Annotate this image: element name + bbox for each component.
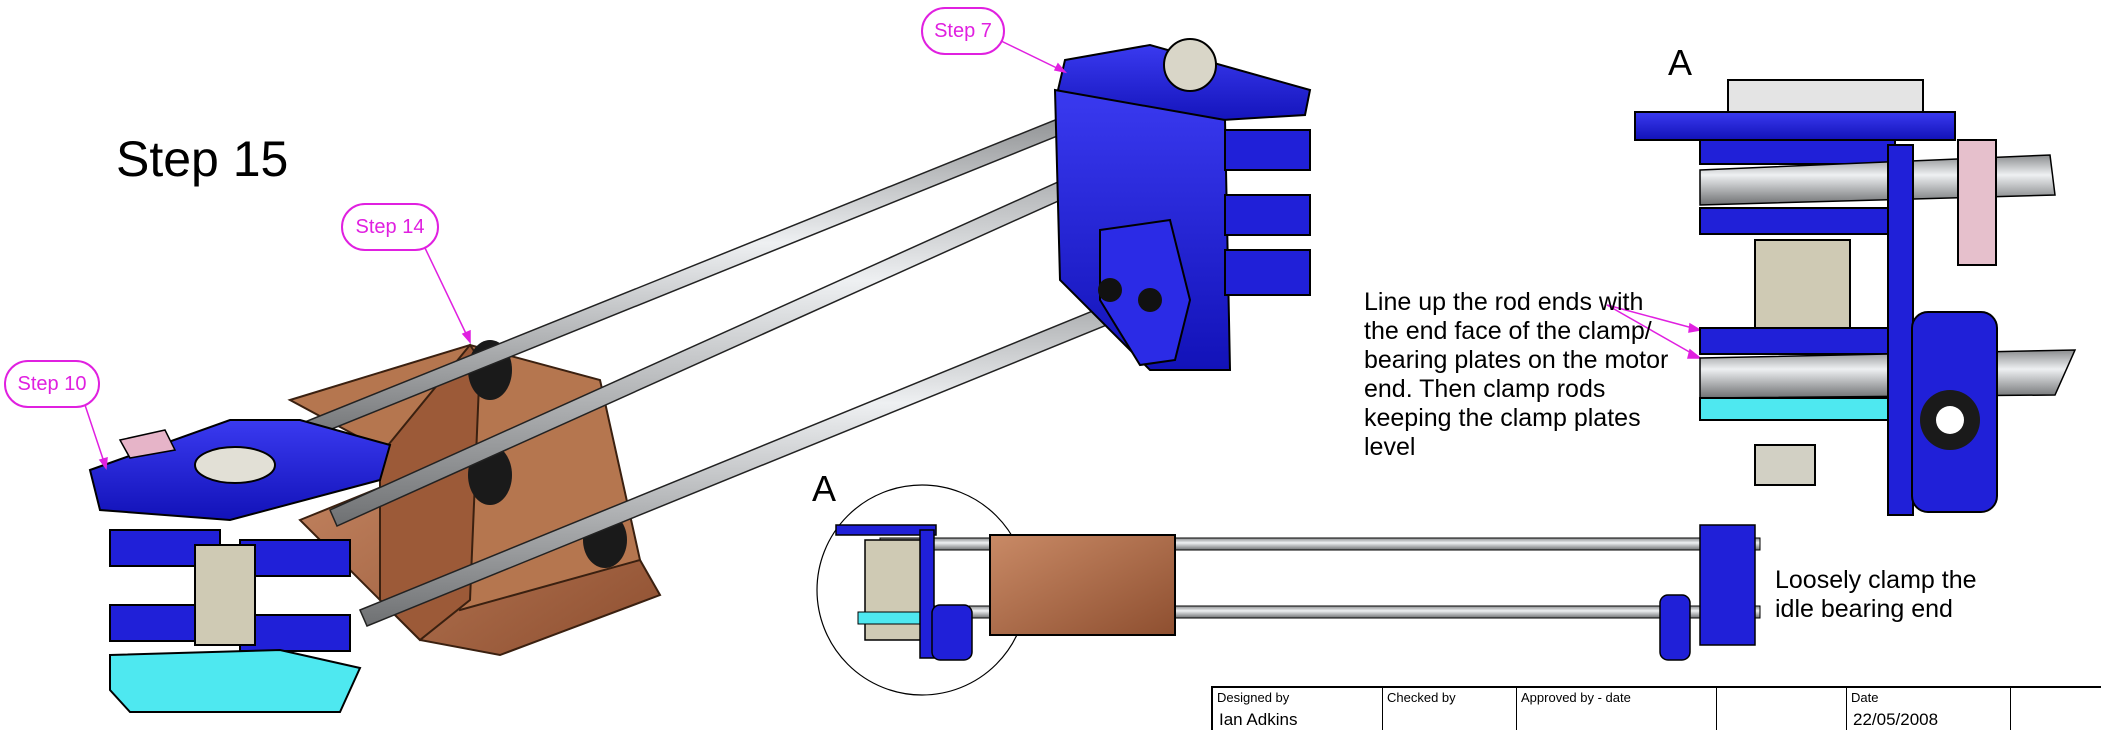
side-view (816, 484, 1761, 696)
side-copper-bracket (989, 534, 1176, 636)
motor-pulley (194, 544, 256, 646)
detail-base-plate (1634, 111, 1956, 141)
detail-bearing-bore (1936, 406, 1964, 434)
main-assembly (88, 38, 1312, 713)
loose-clamp-instruction: Loosely clamp the idle bearing end (1775, 566, 1977, 623)
side-motor-bearing-plate (919, 529, 935, 659)
designed-by-value: Ian Adkins (1219, 710, 1298, 729)
detail-plate-1 (1699, 139, 1896, 165)
checked-by-label: Checked by (1387, 690, 1456, 705)
idler-end-block (1053, 38, 1312, 371)
date-cell: Date 22/05/2008 (1847, 688, 2011, 730)
detail-view-label: A (1668, 42, 1693, 83)
smooth-rods (283, 107, 1238, 627)
side-idler-stack (1699, 524, 1756, 646)
lineup-instruction: Line up the rod ends with the end face o… (1364, 288, 1669, 461)
approved-by-label: Approved by - date (1521, 690, 1631, 705)
side-motor-top-plate (835, 524, 937, 536)
side-motor-stack (864, 539, 926, 641)
idler-stack-plate-1 (1224, 129, 1311, 171)
detail-pink-block (1957, 139, 1997, 266)
motor-cyan-plate (109, 648, 362, 713)
side-motor-housing (931, 604, 973, 661)
page-title: Step 15 (116, 131, 289, 187)
callout-leaders (84, 37, 1703, 470)
callout-step-10: Step 10 (4, 360, 100, 408)
motor-end-block (88, 419, 392, 713)
date-label: Date (1851, 690, 1879, 705)
detail-nut (1754, 444, 1816, 486)
side-view-label: A (812, 468, 837, 509)
detail-cyan-plate (1699, 397, 1896, 421)
detail-side-plate (1887, 144, 1914, 516)
motor-clamp-plate-3 (239, 539, 351, 577)
lineup-leader-1 (1606, 304, 1701, 331)
callout-step-7: Step 7 (921, 7, 1005, 55)
detail-plate-3 (1699, 327, 1896, 355)
blank-cell-end (2011, 688, 2101, 730)
idler-stack-plate-3 (1224, 249, 1311, 296)
checked-by-cell: Checked by (1383, 688, 1517, 730)
motor-pink-block (118, 429, 177, 459)
idler-bearing (1098, 278, 1122, 302)
idler-stack-plate-2 (1224, 194, 1311, 236)
approved-by-cell: Approved by - date (1517, 688, 1717, 730)
detail-top-bracket (1727, 79, 1924, 113)
designed-by-cell: Designed by Ian Adkins (1213, 688, 1383, 730)
lineup-leader-2 (1606, 304, 1701, 359)
motor-clamp-nut (194, 446, 276, 484)
detail-plate-2 (1699, 207, 1896, 235)
rod-top (283, 107, 1094, 446)
side-idler-housing (1659, 594, 1691, 661)
copper-bracket-front (379, 343, 482, 642)
motor-clamp-plate-4 (239, 614, 351, 652)
detail-pulley (1754, 239, 1851, 331)
detail-view-a (1634, 79, 2077, 516)
callout-step-14: Step 14 (341, 203, 439, 251)
idler-hex-nut (1163, 38, 1217, 92)
blank-cell (1717, 688, 1847, 730)
title-block: Designed by Ian Adkins Checked by Approv… (1211, 686, 2101, 730)
idler-bearing-2 (1138, 288, 1162, 312)
date-value: 22/05/2008 (1853, 710, 1939, 729)
designed-by-label: Designed by (1217, 690, 1290, 705)
